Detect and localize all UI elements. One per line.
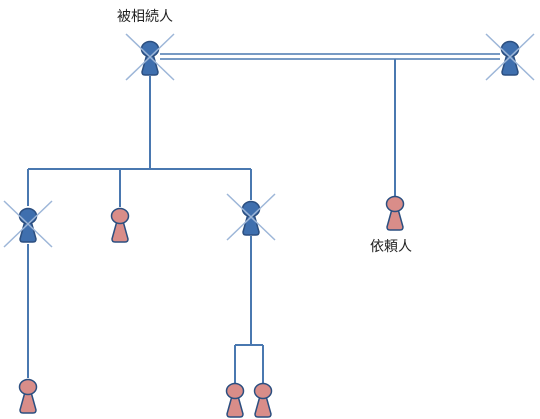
person-body — [226, 395, 244, 418]
person-body — [254, 395, 272, 418]
person-body — [111, 220, 129, 243]
person-figures — [3, 33, 535, 418]
person-grandchild-1 — [18, 378, 38, 414]
person-child-1 — [3, 200, 53, 248]
person-head — [500, 40, 520, 58]
person-body — [386, 208, 404, 231]
person-head — [18, 207, 38, 225]
person-body — [242, 213, 260, 236]
person-head — [140, 40, 160, 58]
person-body — [19, 391, 37, 414]
person-head — [18, 378, 38, 396]
person-head — [253, 382, 273, 400]
relationship-lines — [27, 53, 500, 383]
person-body — [141, 53, 159, 76]
decedent-label: 被相続人 — [117, 9, 173, 25]
person-decedent — [125, 33, 175, 81]
person-spouse — [485, 33, 535, 81]
person-head — [385, 195, 405, 213]
client-label: 依頼人 — [370, 239, 412, 255]
person-child-3 — [226, 193, 276, 241]
person-client — [385, 195, 405, 231]
deceased-cross-line — [226, 193, 276, 241]
deceased-cross-line — [485, 33, 535, 81]
person-head — [225, 382, 245, 400]
person-head — [110, 207, 130, 225]
person-head — [241, 200, 261, 218]
person-body — [19, 220, 37, 243]
person-body — [501, 53, 519, 76]
person-grandchild-2 — [225, 382, 245, 418]
deceased-cross-line — [3, 200, 53, 248]
person-grandchild-3 — [253, 382, 273, 418]
deceased-cross-line — [125, 33, 175, 81]
person-child-2 — [110, 207, 130, 243]
